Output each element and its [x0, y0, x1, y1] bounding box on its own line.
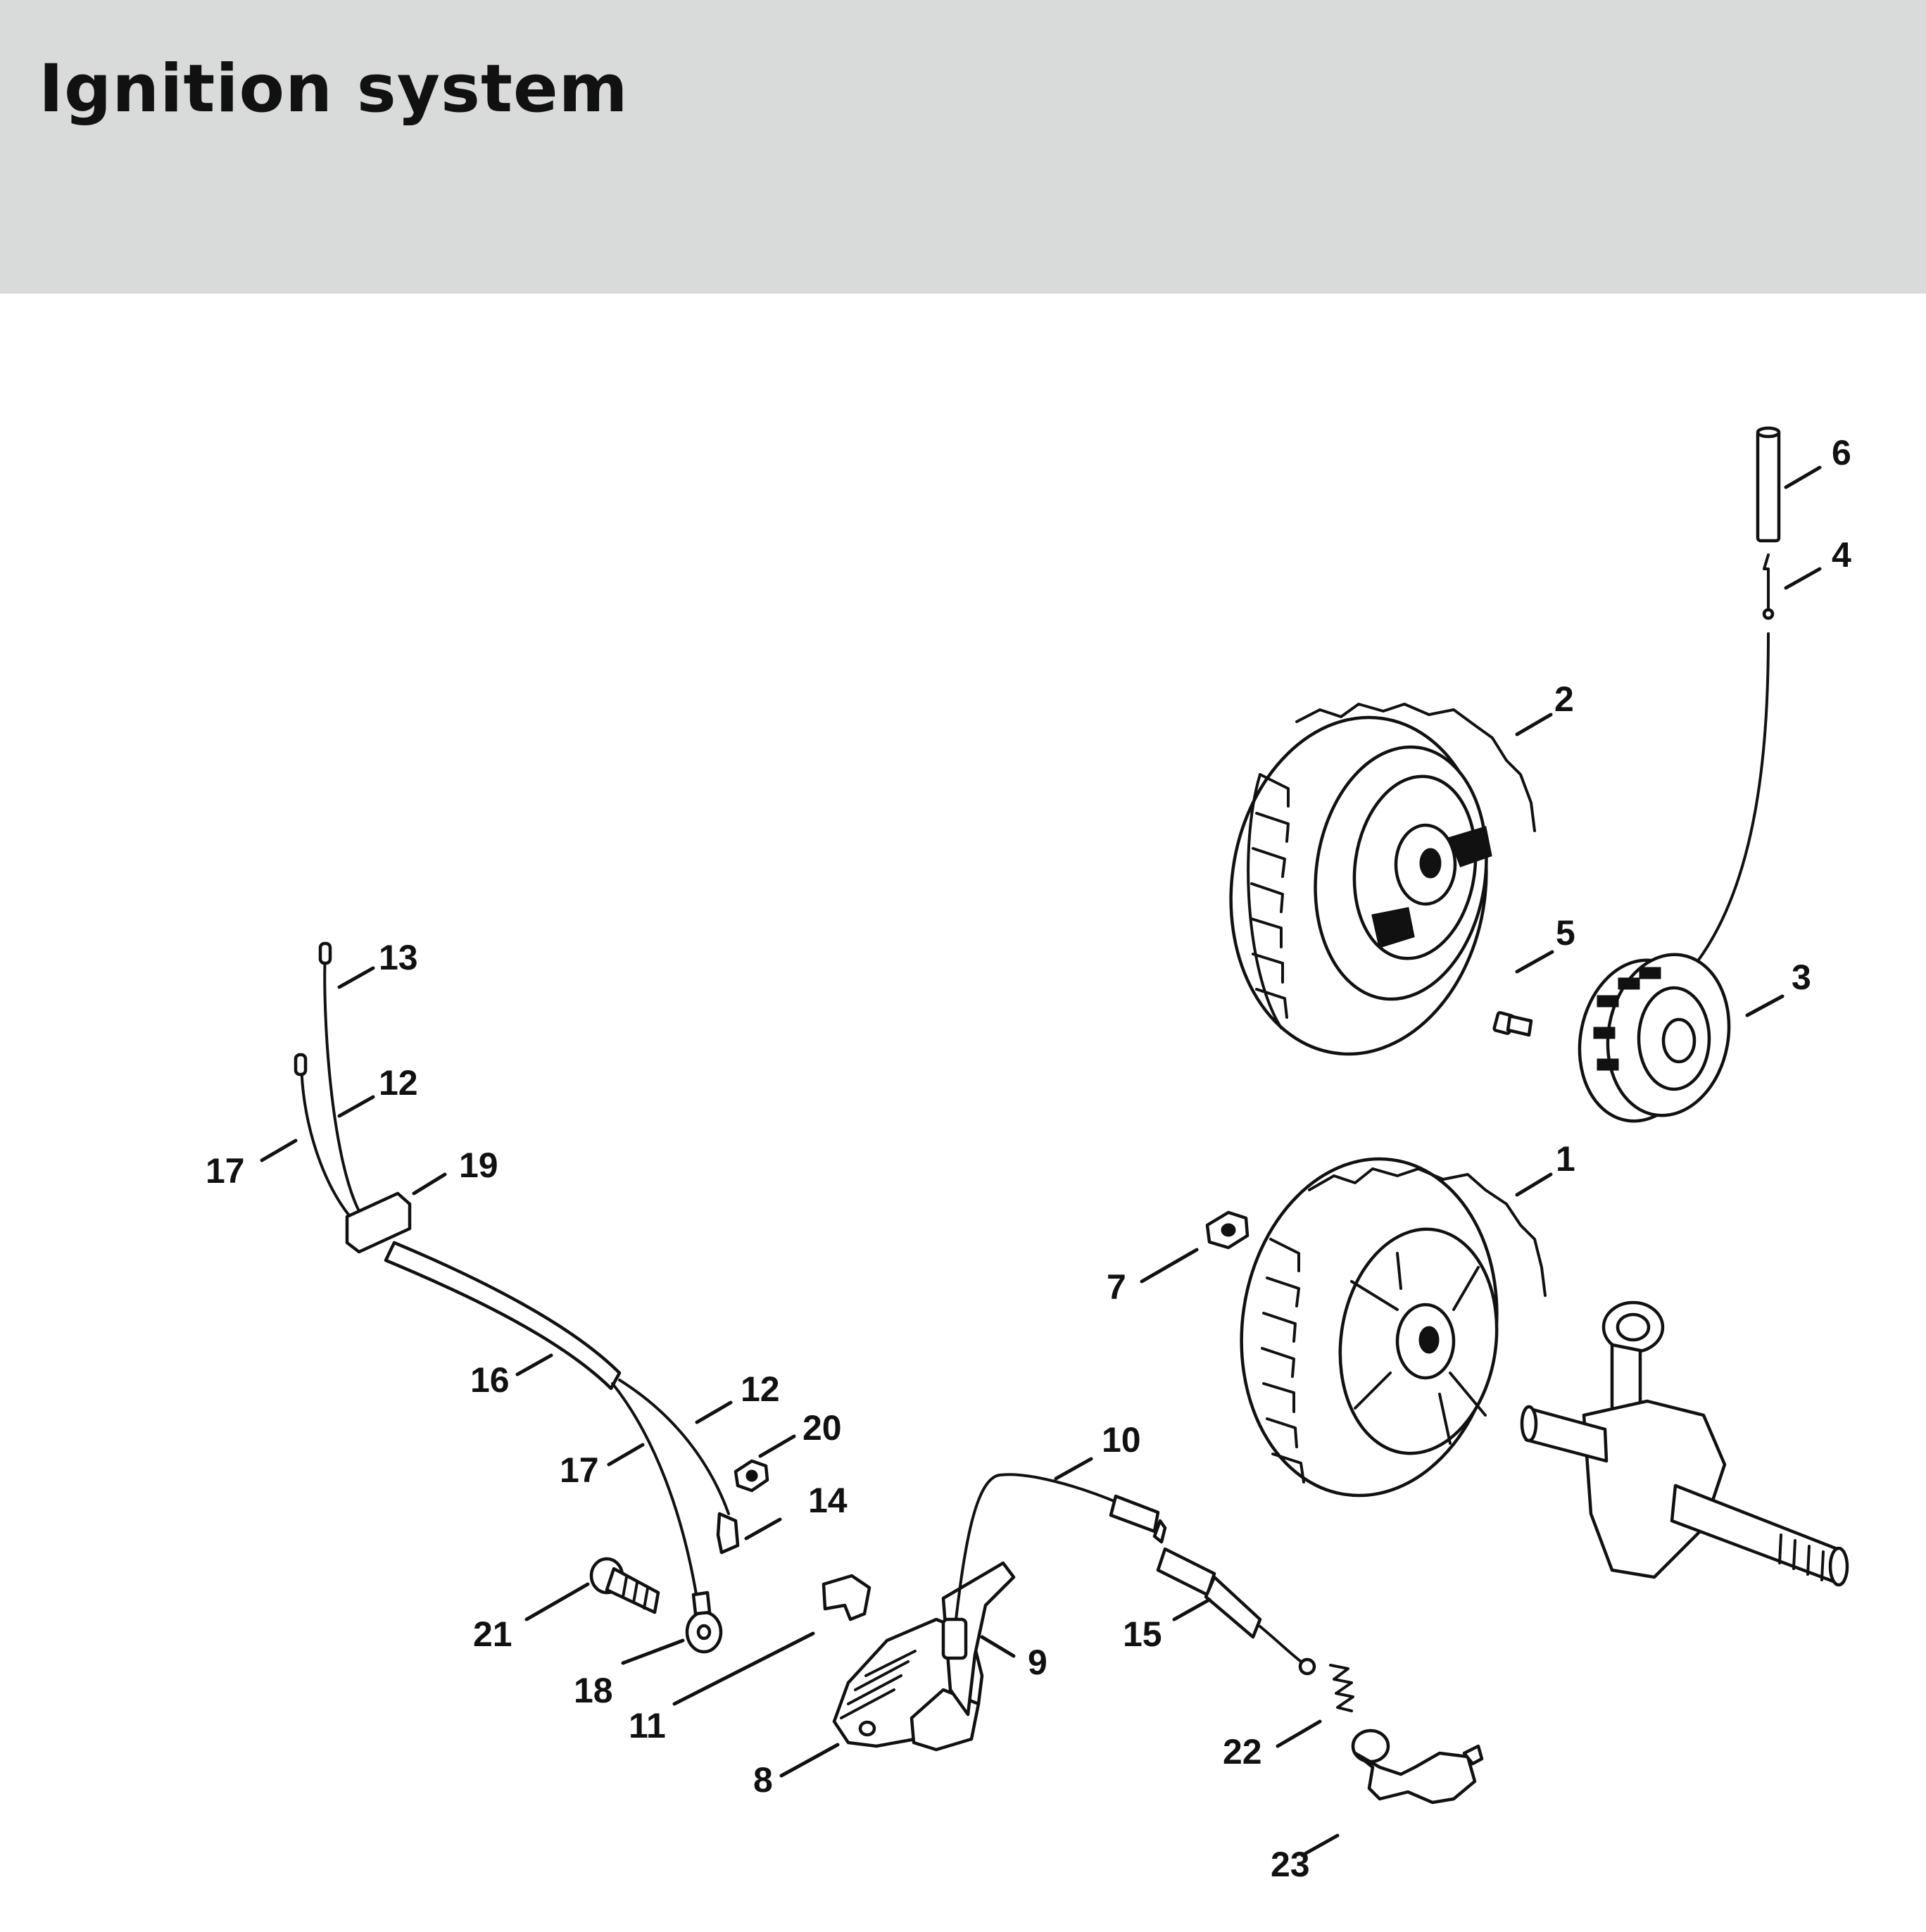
callout-23: 23 — [1271, 1845, 1310, 1884]
callout-1: 1 — [1556, 1139, 1575, 1179]
page-title: Ignition system — [39, 51, 629, 127]
callout-3: 3 — [1792, 958, 1811, 997]
callout-2: 2 — [1554, 679, 1574, 719]
callout-8: 8 — [753, 1760, 773, 1800]
leader-3 — [1745, 994, 1785, 1017]
wire-harness — [294, 941, 740, 1654]
leader-8 — [779, 1743, 840, 1778]
leader-13 — [337, 966, 375, 989]
leader-4 — [1784, 567, 1822, 590]
callout-19: 19 — [459, 1146, 498, 1185]
part-15-hose — [1156, 1547, 1316, 1676]
leader-15 — [1172, 1598, 1211, 1622]
leader-6 — [1784, 465, 1822, 489]
leader-7 — [1140, 1248, 1199, 1284]
leader-20 — [758, 1434, 796, 1458]
callout-12b: 12 — [741, 1369, 780, 1409]
part-1-flywheel — [1240, 1157, 1547, 1498]
callout-17a: 17 — [206, 1151, 245, 1191]
part-4-pin — [1762, 553, 1775, 620]
part-9-coil-core — [941, 1561, 1016, 1717]
callout-12a: 12 — [379, 1063, 418, 1103]
leader-22 — [1276, 1719, 1322, 1748]
callout-5: 5 — [1556, 913, 1575, 953]
part-11-bracket — [822, 1574, 871, 1622]
leader-5 — [1515, 950, 1554, 974]
leader-2 — [1515, 713, 1553, 736]
header-banner: Ignition system — [0, 0, 1926, 294]
leader-21 — [524, 1582, 590, 1622]
part-7-nut — [1205, 1210, 1250, 1250]
leader-11 — [672, 1631, 815, 1706]
crankshaft — [1520, 1300, 1849, 1587]
part-2-flywheel — [1229, 703, 1536, 1056]
callout-9: 9 — [1028, 1643, 1047, 1682]
callout-10: 10 — [1102, 1420, 1141, 1460]
part-3-generator — [1578, 953, 1731, 1123]
callout-15: 15 — [1123, 1614, 1162, 1654]
leader-19 — [412, 1172, 447, 1196]
leader-12a — [337, 1095, 375, 1118]
callout-17b: 17 — [560, 1450, 599, 1490]
part-10-ht-lead — [955, 1473, 1167, 1621]
part-22-spring — [1329, 1664, 1354, 1712]
leader-9 — [980, 1635, 1016, 1658]
callout-14: 14 — [808, 1481, 848, 1520]
leader-12b — [695, 1400, 733, 1424]
callout-7: 7 — [1107, 1267, 1126, 1307]
callout-labels: 6 4 2 5 3 1 7 13 12 17 19 16 12 17 20 14… — [206, 433, 1851, 1884]
callout-6: 6 — [1832, 433, 1851, 472]
part-20-nut — [734, 1459, 769, 1493]
ignition-wire-upper — [1688, 632, 1770, 973]
callout-13: 13 — [379, 938, 418, 977]
callout-11: 11 — [629, 1706, 666, 1745]
callout-20: 20 — [802, 1408, 842, 1448]
callout-16: 16 — [470, 1360, 510, 1400]
leader-14 — [744, 1517, 782, 1541]
leader-1 — [1515, 1172, 1553, 1197]
part-6-sleeve — [1756, 426, 1781, 543]
part-23-spark-plug-boot — [1351, 1729, 1484, 1805]
leader-18 — [621, 1638, 685, 1665]
callout-22: 22 — [1223, 1732, 1262, 1771]
leader-lines — [260, 465, 1822, 1857]
leader-10 — [1054, 1457, 1093, 1481]
leader-17b — [607, 1443, 645, 1467]
part-5-screw — [1492, 1011, 1533, 1037]
leader-23 — [1300, 1833, 1340, 1857]
callout-4: 4 — [1832, 535, 1851, 575]
part-21-screw — [589, 1557, 660, 1614]
callout-18: 18 — [574, 1671, 613, 1710]
callout-21: 21 — [473, 1614, 512, 1654]
leader-16 — [515, 1353, 553, 1376]
leader-17a — [260, 1138, 298, 1162]
